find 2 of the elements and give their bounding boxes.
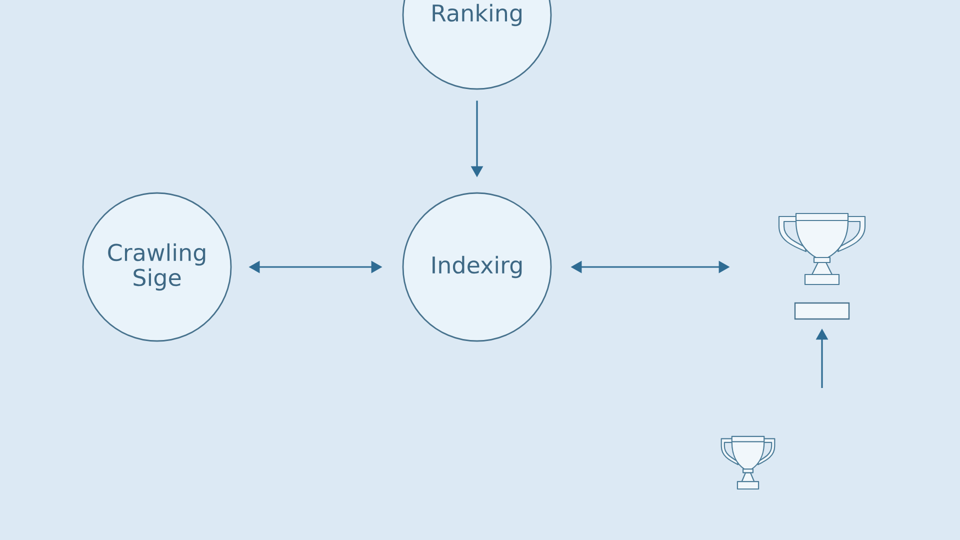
empty-box bbox=[794, 302, 850, 320]
trophy-icon bbox=[778, 212, 866, 286]
